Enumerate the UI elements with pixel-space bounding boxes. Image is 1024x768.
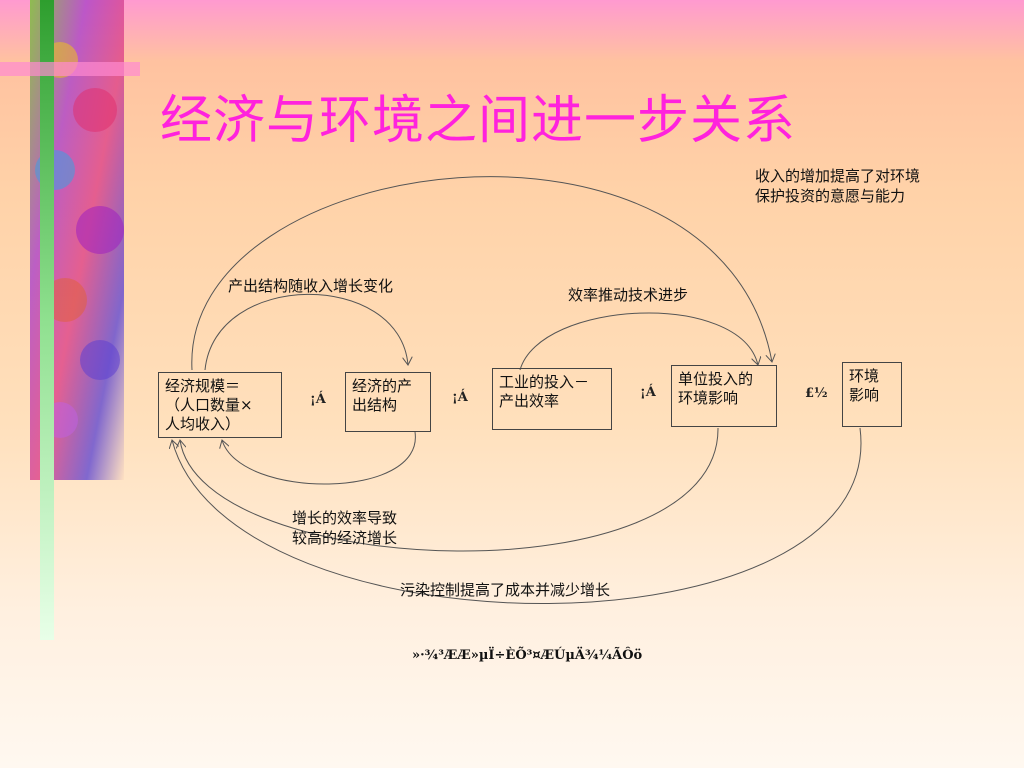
arc-unit-feedback <box>180 427 719 552</box>
pink-bar <box>0 62 140 76</box>
box-io-efficiency: 工业的投入－ 产出效率 <box>492 368 612 430</box>
arc-income-capacity <box>191 176 772 371</box>
connector-2: ¡Á <box>452 390 468 405</box>
connector-1: ¡Á <box>310 392 326 407</box>
connector-3: ¡Á <box>640 385 656 400</box>
connector-4: £½ <box>805 386 828 401</box>
green-bar <box>40 0 54 640</box>
arc-tech-progress <box>519 312 758 371</box>
label-tech-progress: 效率推动技术进步 <box>568 286 689 304</box>
label-income-capacity: 收入的增加提高了对环境 保护投资的意愿与能力 <box>755 167 921 205</box>
label-pollution-cost: 污染控制提高了成本并减少增长 <box>400 581 611 599</box>
footer-garbled-text: »·¾³ÆÆ»µÏ÷ÈÕ³¤ÆÚµÄ¾­¼ÃÔö <box>412 648 643 663</box>
label-growth-efficiency: 增长的效率导致 较高的经济增长 <box>292 509 398 547</box>
arc-structure-change <box>204 293 408 371</box>
box-economic-scale: 经济规模＝ （人口数量× 人均收入） <box>158 372 282 438</box>
decorative-strip <box>0 0 140 640</box>
box-unit-impact: 单位投入的 环境影响 <box>671 365 777 427</box>
label-structure-change: 产出结构随收入增长变化 <box>228 277 394 295</box>
box-env-impact: 环境 影响 <box>842 362 902 427</box>
arc-pollution-cost <box>172 427 862 604</box>
arc-growth-efficiency <box>222 431 416 485</box>
page-title: 经济与环境之间进一步关系 <box>160 91 797 151</box>
box-output-structure: 经济的产 出结构 <box>345 372 431 432</box>
